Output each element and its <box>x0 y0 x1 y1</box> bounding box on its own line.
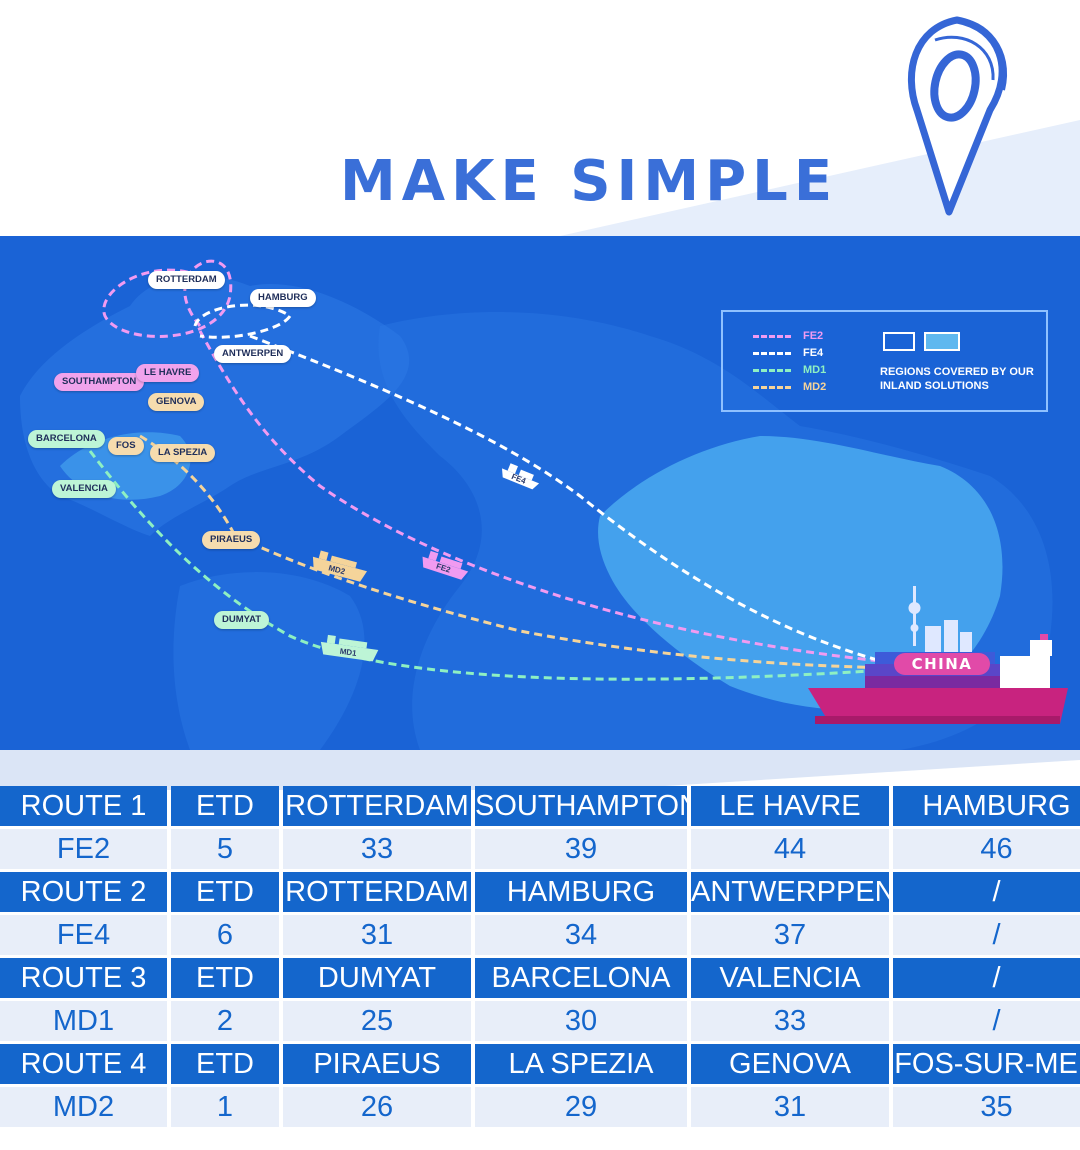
route-map: FE4 FE2 MD2 MD1 <box>0 236 1080 750</box>
port-piraeus: PIRAEUS <box>202 531 261 549</box>
table-header-cell: FOS-SUR-MER <box>893 1044 1080 1084</box>
route-md2 <box>139 434 901 670</box>
table-header-cell: ROTTERDAM <box>283 786 471 826</box>
table-cell: / <box>893 915 1080 955</box>
table-cell: 25 <box>283 1001 471 1041</box>
table-cell: 35 <box>893 1087 1080 1127</box>
table-cell: FE2 <box>0 829 167 869</box>
port-genova: GENOVA <box>148 393 205 411</box>
table-header-cell: / <box>893 958 1080 998</box>
table-header-cell: BARCELONA <box>475 958 687 998</box>
table-header-cell: SOUTHAMPTON <box>475 786 687 826</box>
table-header-cell: ROUTE 4 <box>0 1044 167 1084</box>
table-header-cell: DUMYAT <box>283 958 471 998</box>
table-header-cell: ETD <box>171 1044 279 1084</box>
table-cell: 1 <box>171 1087 279 1127</box>
table-cell: 31 <box>283 915 471 955</box>
table-header-cell: HAMBURG <box>475 872 687 912</box>
route-fe2 <box>198 330 901 665</box>
table-cell: 37 <box>691 915 889 955</box>
table-cell: MD2 <box>0 1087 167 1127</box>
port-southampton: SOUTHAMPTON <box>54 373 145 391</box>
port-rotterdam: ROTTERDAM <box>148 271 225 289</box>
table-header-cell: ETD <box>171 786 279 826</box>
table-header-cell: ANTWERPPEN <box>691 872 889 912</box>
china-skyline-icon <box>908 586 972 652</box>
table-header-cell: GENOVA <box>691 1044 889 1084</box>
table-header-cell: / <box>893 872 1080 912</box>
port-fos: FOS <box>108 437 144 455</box>
table-cell: 44 <box>691 829 889 869</box>
location-pin-icon <box>907 16 1007 216</box>
landmass-middle-east <box>173 572 365 750</box>
port-hamburg: HAMBURG <box>250 289 316 307</box>
ship-md2-label: MD2 <box>327 563 346 576</box>
table-cell: / <box>893 1001 1080 1041</box>
table-header-cell: ETD <box>171 872 279 912</box>
legend-regions-text: REGIONS COVERED BY OUR INLAND SOLUTIONS <box>880 366 1034 392</box>
table-header-cell: LE HAVRE <box>691 786 889 826</box>
table-header-cell: ROUTE 3 <box>0 958 167 998</box>
legend-item-md2: MD2 <box>753 379 826 395</box>
table-cell: 46 <box>893 829 1080 869</box>
ship-md1-icon: MD1 <box>320 634 379 662</box>
table-cell: 5 <box>171 829 279 869</box>
table-header-cell: ROUTE 2 <box>0 872 167 912</box>
table-cell: 33 <box>691 1001 889 1041</box>
table-cell: MD1 <box>0 1001 167 1041</box>
route-fe2-loop <box>102 259 233 338</box>
table-cell: 26 <box>283 1087 471 1127</box>
ship-fe2-label: FE2 <box>435 562 452 575</box>
table-header-cell: ROTTERDAM <box>283 872 471 912</box>
table-cell: 39 <box>475 829 687 869</box>
table-header-cell: ROUTE 1 <box>0 786 167 826</box>
table-cell: 33 <box>283 829 471 869</box>
table-cell: 6 <box>171 915 279 955</box>
table-cell: 30 <box>475 1001 687 1041</box>
map-legend: FE2 FE4 MD1 MD2 REGIONS COVERED BY OUR I… <box>721 310 1048 412</box>
ship-fe2-icon: FE2 <box>422 550 469 580</box>
port-dumyat: DUMYAT <box>214 611 270 629</box>
legend-region-filled-swatch <box>924 332 960 351</box>
port-antwerpen: ANTWERPEN <box>214 345 292 363</box>
table-header-cell: LA SPEZIA <box>475 1044 687 1084</box>
page-title: MAKE SIMPLE <box>340 149 839 214</box>
table-cell: 31 <box>691 1087 889 1127</box>
port-barcelona: BARCELONA <box>28 430 105 448</box>
table-header-cell: PIRAEUS <box>283 1044 471 1084</box>
table-cell: 2 <box>171 1001 279 1041</box>
legend-item-fe4: FE4 <box>753 345 823 361</box>
china-region <box>598 436 1003 710</box>
port-valencia: VALENCIA <box>52 480 116 498</box>
table-header-cell: VALENCIA <box>691 958 889 998</box>
origin-china-badge: CHINA <box>894 653 990 675</box>
port-la-spezia: LA SPEZIA <box>150 444 216 462</box>
header: MAKE SIMPLE <box>0 0 1080 236</box>
table-cell: 29 <box>475 1087 687 1127</box>
schedule-background <box>0 750 1080 790</box>
table-cell: 34 <box>475 915 687 955</box>
legend-item-fe2: FE2 <box>753 328 823 344</box>
table-header-cell: ETD <box>171 958 279 998</box>
route-md1 <box>88 450 901 681</box>
ship-md1-label: MD1 <box>339 647 358 658</box>
ship-md2-icon: MD2 <box>312 550 368 582</box>
port-le-havre: LE HAVRE <box>136 364 200 382</box>
legend-item-md1: MD1 <box>753 362 826 378</box>
table-cell: FE4 <box>0 915 167 955</box>
table-header-cell: HAMBURG <box>893 786 1080 826</box>
route-fe4 <box>249 334 901 668</box>
legend-region-outline-swatch <box>883 332 915 351</box>
